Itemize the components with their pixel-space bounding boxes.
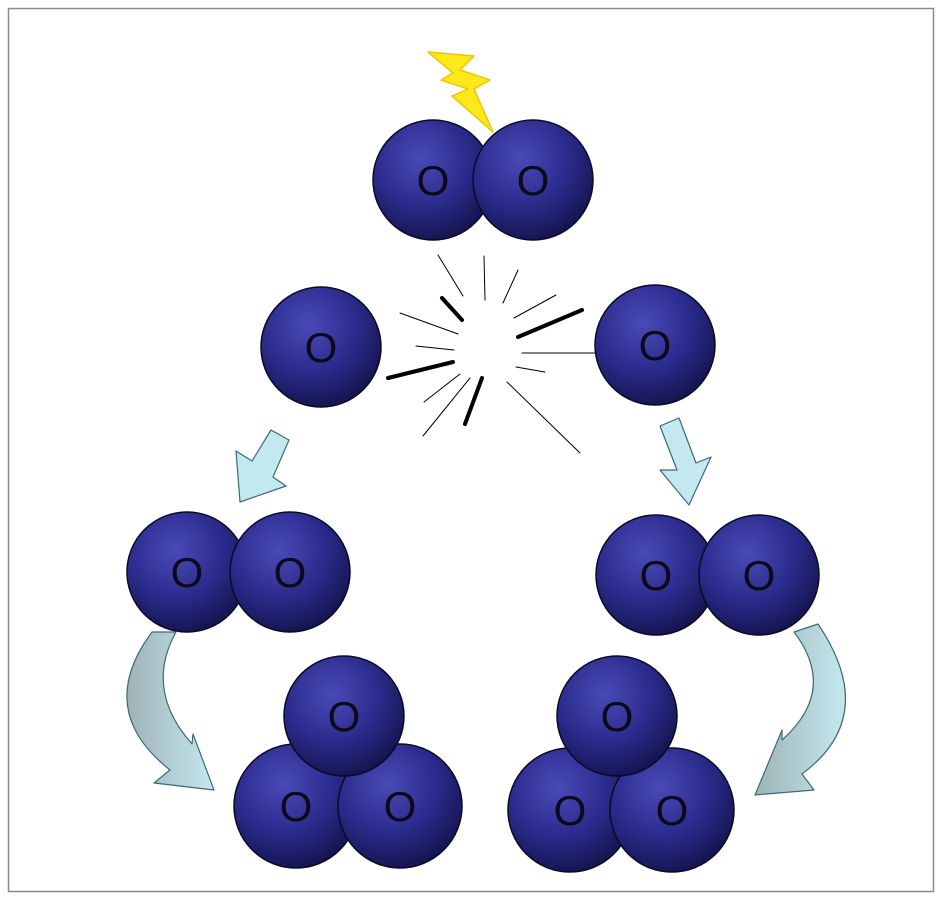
free-oxygen-atom-left: O xyxy=(260,286,382,408)
block-arrow-icon xyxy=(659,417,712,506)
atom: O xyxy=(595,514,717,636)
atom: O xyxy=(283,655,405,777)
atom: O xyxy=(372,119,494,241)
atom: O xyxy=(698,514,820,636)
block-arrow-icon xyxy=(126,631,215,791)
atom-label: O xyxy=(274,549,307,596)
atom: O xyxy=(609,747,735,873)
atom: O xyxy=(507,747,633,873)
atom-label: O xyxy=(639,322,672,369)
molecule-o3-left: O O O xyxy=(233,655,463,869)
atom: O xyxy=(556,655,678,777)
atom-label: O xyxy=(517,157,550,204)
molecule-o2-left: O O xyxy=(126,511,351,633)
atom: O xyxy=(229,511,351,633)
atom-label: O xyxy=(305,324,338,371)
block-arrow-icon xyxy=(754,623,847,796)
free-oxygen-atom-right: O xyxy=(594,284,716,406)
atom-label: O xyxy=(601,693,634,740)
atom-label: O xyxy=(280,783,313,830)
atom-label: O xyxy=(640,552,673,599)
molecule-o2-right: O O xyxy=(595,514,820,636)
atom: O xyxy=(337,743,463,869)
molecule-o3-right: O O O xyxy=(507,655,735,873)
atom-label: O xyxy=(171,549,204,596)
burst-lines-icon xyxy=(386,254,597,454)
atom-label: O xyxy=(656,787,689,834)
block-arrow-icon xyxy=(235,429,290,503)
atom-label: O xyxy=(417,157,450,204)
atom-label: O xyxy=(554,787,587,834)
atom-label: O xyxy=(384,783,417,830)
lightning-bolt-icon xyxy=(427,51,494,133)
molecule-o2-top: O O xyxy=(372,119,594,241)
atom-label: O xyxy=(328,693,361,740)
atom: O xyxy=(472,119,594,241)
atom: O xyxy=(126,511,248,633)
atom-label: O xyxy=(743,552,776,599)
